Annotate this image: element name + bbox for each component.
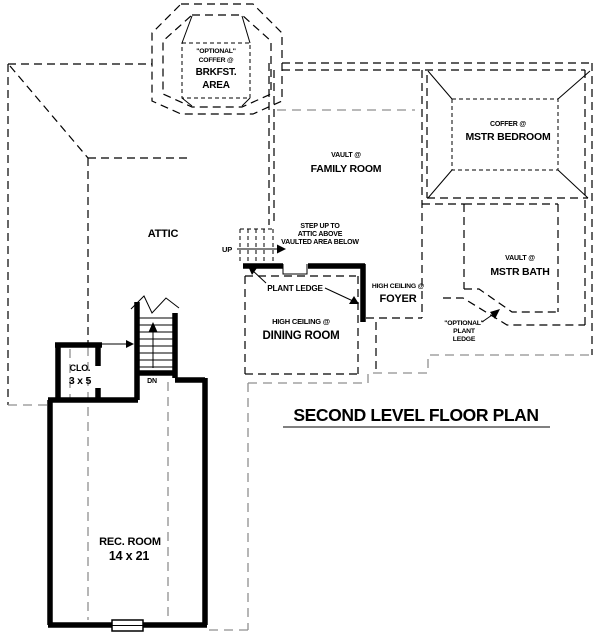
attic-step-label-3: VAULTED AREA BELOW — [281, 239, 359, 246]
mstr-bedroom-label: MSTR BEDROOM — [465, 131, 551, 143]
family-room-vault-label: VAULT @ — [331, 152, 361, 159]
attic-region — [9, 65, 187, 620]
rec-room — [47, 377, 208, 632]
lower-outline — [8, 354, 592, 631]
attic-step-label-1: STEP UP TO — [300, 223, 340, 230]
plant-ledge-label: PLANT LEDGE — [267, 284, 323, 293]
family-room — [268, 63, 428, 318]
staircase — [130, 295, 180, 400]
mstr-bedroom-coffer-label: COFFER @ — [490, 121, 526, 128]
optional-ledge-arrow — [490, 309, 500, 319]
master-bedroom — [427, 70, 591, 199]
outer-boundary — [7, 62, 593, 405]
stair-break-line — [130, 295, 180, 314]
brkfst-label-coffer: COFFER @ — [199, 57, 234, 64]
brkfst-label-optional: "OPTIONAL" — [196, 48, 236, 55]
closet-size-label: 3 x 5 — [69, 375, 92, 387]
closet-label: CLO. — [70, 363, 91, 373]
labels: "OPTIONAL" COFFER @ BRKFST. AREA VAULT @… — [69, 48, 551, 563]
plan-title: SECOND LEVEL FLOOR PLAN — [283, 405, 550, 428]
dining-room — [244, 266, 362, 375]
optional-ledge-label-3: LEDGE — [453, 336, 476, 343]
up-arrow — [277, 244, 286, 254]
brkfst-label-area: AREA — [202, 80, 230, 91]
family-room-label: FAMILY ROOM — [311, 163, 382, 175]
dining-room-label: DINING ROOM — [262, 330, 339, 342]
rec-room-size-label: 14 x 21 — [109, 549, 150, 563]
mstr-bath-vault-label: VAULT @ — [505, 255, 535, 262]
foyer — [366, 317, 422, 373]
breakfast-bay — [151, 3, 283, 115]
brkfst-label-name: BRKFST. — [196, 67, 237, 78]
dn-label: DN — [147, 378, 157, 385]
attic-label: ATTIC — [148, 228, 179, 240]
foyer-ceiling-label: HIGH CEILING @ — [372, 283, 425, 290]
optional-ledge-label-2: PLANT — [453, 328, 476, 335]
up-label: UP — [222, 245, 232, 254]
dining-foyer-walls — [243, 263, 366, 322]
rec-room-label: REC. ROOM — [99, 536, 161, 548]
dining-ceiling-label: HIGH CEILING @ — [272, 317, 330, 326]
plant-ledge-arrow-left — [248, 266, 257, 275]
page-title: SECOND LEVEL FLOOR PLAN — [293, 405, 538, 425]
mstr-bath-label: MSTR BATH — [490, 266, 549, 278]
closet — [55, 340, 134, 400]
foyer-label: FOYER — [380, 293, 417, 305]
plant-ledge-arrow-right — [349, 296, 359, 304]
attic-step-label-2: ATTIC ABOVE — [298, 231, 343, 238]
master-bath — [422, 203, 585, 326]
stair-up-arrow — [148, 322, 158, 332]
optional-ledge-label-1: "OPTIONAL" — [444, 320, 484, 327]
closet-arrow — [126, 340, 134, 348]
attic-step-treads — [237, 228, 286, 262]
